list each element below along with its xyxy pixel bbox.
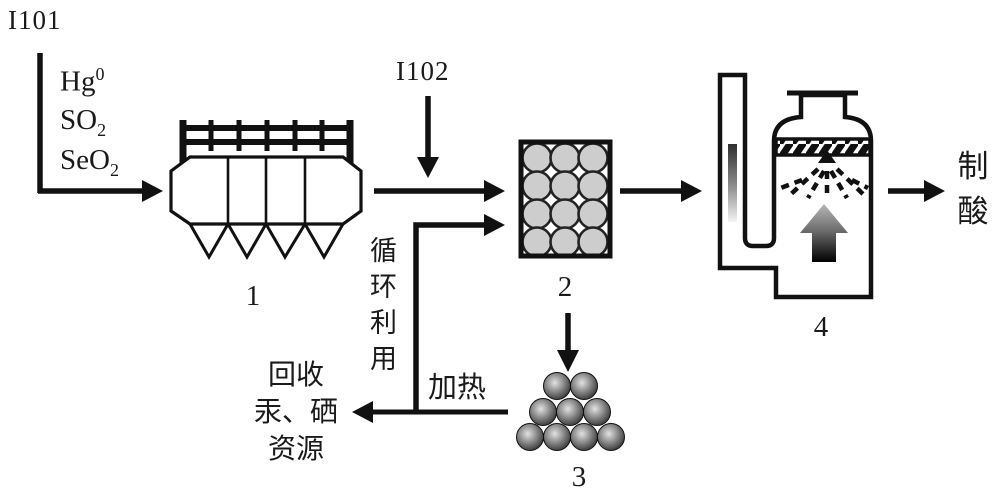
species-hg0-base: Hg — [60, 65, 96, 98]
species-so2: SO2 — [60, 104, 106, 141]
species-so2-sub: 2 — [97, 119, 107, 140]
upflow-gradient-arrow — [800, 204, 848, 262]
species-so2-base: SO — [60, 104, 98, 136]
demister-hatch-band — [774, 137, 872, 157]
gas-arrow-2-to-4 — [620, 180, 702, 202]
recovery-label-line2: 汞、硒 — [253, 396, 338, 427]
unit-number-3: 3 — [571, 461, 587, 493]
species-hg0: Hg0 — [60, 64, 104, 99]
recovery-label: 回收 汞、硒 资源 — [238, 356, 354, 467]
recycle-return-arrow — [413, 214, 505, 413]
downflow-gradient-bar — [728, 144, 737, 222]
heating-label: 加热 — [428, 372, 487, 404]
acid-making-label: 制 酸 — [948, 144, 998, 234]
spray-nozzle-icon — [777, 150, 870, 200]
outlet-arrow-to-acid — [888, 180, 945, 202]
stream-label-i101: I101 — [8, 5, 62, 35]
unit-number-2: 2 — [557, 271, 573, 303]
unit-number-1: 1 — [245, 280, 261, 312]
adsorbent-packed-bed-icon — [518, 139, 613, 259]
recovery-label-line3: 资源 — [267, 433, 324, 464]
inlet-flow-arrow — [37, 53, 163, 202]
esp-dust-collector-icon — [169, 120, 363, 261]
species-seo2-sub: 2 — [109, 159, 119, 180]
gas-arrow-1-to-2 — [374, 180, 505, 202]
additive-down-arrow — [417, 96, 439, 178]
species-hg0-sup: 0 — [95, 64, 105, 84]
recovery-arrow — [352, 401, 508, 423]
species-seo2: SeO2 — [60, 144, 119, 181]
sorbent-arrow-2-to-3 — [557, 313, 579, 372]
species-seo2-base: SeO — [60, 144, 110, 176]
spent-sorbent-pile-icon — [516, 372, 625, 451]
acid-making-label-line1: 制 — [957, 149, 989, 184]
recycle-label: 循环利用 — [366, 236, 396, 380]
recovery-label-line1: 回收 — [267, 359, 324, 390]
stream-label-i102: I102 — [396, 56, 450, 86]
spray-absorber-tower-icon — [717, 72, 874, 300]
unit-number-4: 4 — [813, 311, 829, 343]
acid-making-label-line2: 酸 — [957, 194, 989, 229]
